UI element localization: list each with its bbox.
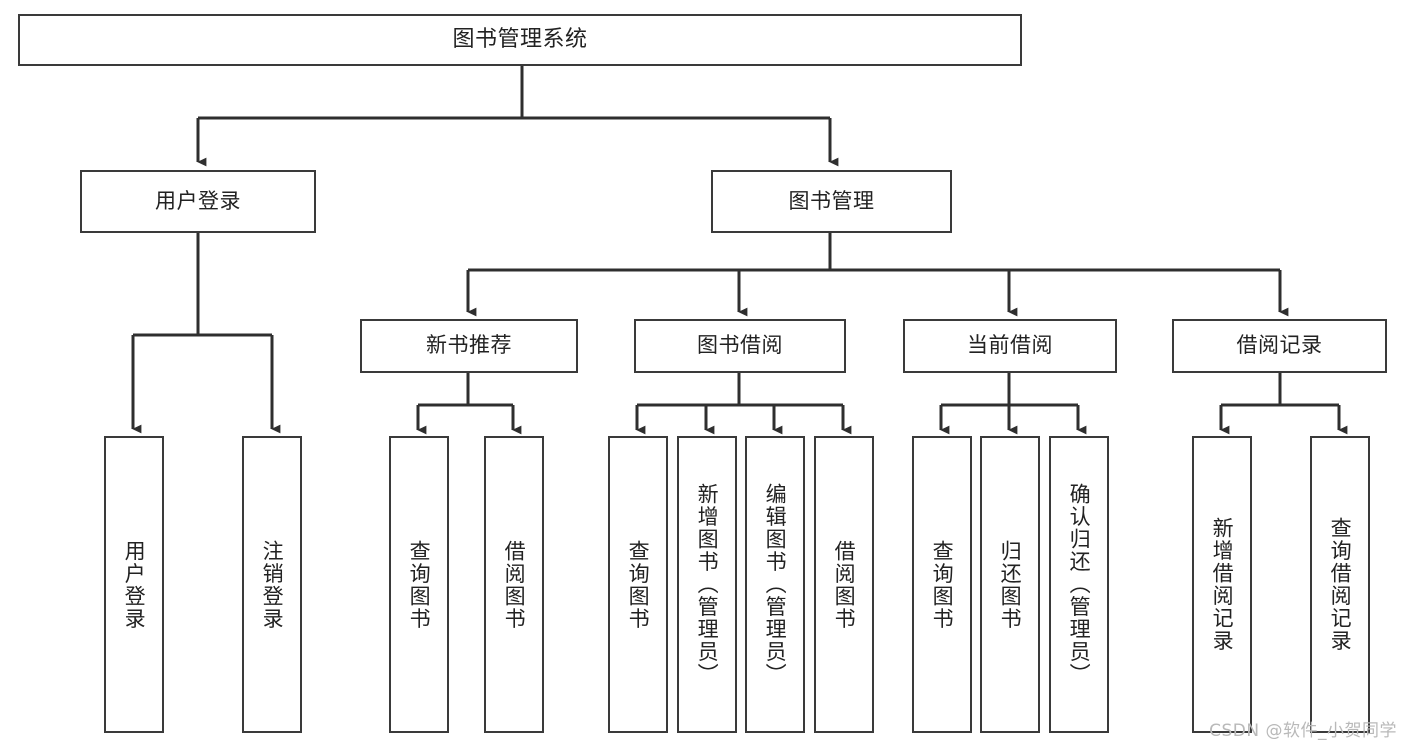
watermark-text: CSDN @软件_小贺同学 [1209, 721, 1397, 741]
node-label: 新书推荐 [426, 333, 512, 358]
node-book-borrow[interactable]: 图书借阅 [634, 319, 846, 373]
node-leaf-confirm-return-admin[interactable]: 确认归还（管理员） [1049, 436, 1109, 733]
node-label: 图书管理系统 [452, 26, 588, 52]
node-label: 当前借阅 [967, 333, 1053, 358]
node-borrow-record[interactable]: 借阅记录 [1172, 319, 1387, 373]
node-label: 图书借阅 [697, 333, 783, 358]
node-book-manage[interactable]: 图书管理 [711, 170, 952, 233]
node-leaf-user-login[interactable]: 用户登录 [104, 436, 164, 733]
node-label: 编辑图书（管理员） [763, 483, 788, 686]
node-user-login[interactable]: 用户登录 [80, 170, 316, 233]
node-leaf-borrow-book-recommendation[interactable]: 借阅图书 [484, 436, 544, 733]
node-leaf-edit-book-admin[interactable]: 编辑图书（管理员） [745, 436, 805, 733]
node-label: 查询图书 [626, 539, 651, 630]
node-label: 借阅图书 [832, 539, 857, 630]
node-leaf-return-book[interactable]: 归还图书 [980, 436, 1040, 733]
node-new-book-recommendation[interactable]: 新书推荐 [360, 319, 578, 373]
node-root-book-management-system[interactable]: 图书管理系统 [18, 14, 1022, 66]
node-label: 图书管理 [788, 188, 875, 213]
node-label: 查询借阅记录 [1328, 517, 1353, 652]
node-label: 借阅记录 [1236, 333, 1323, 358]
node-leaf-borrow-book[interactable]: 借阅图书 [814, 436, 874, 733]
node-leaf-add-book-admin[interactable]: 新增图书（管理员） [677, 436, 737, 733]
node-leaf-query-borrow-record[interactable]: 查询借阅记录 [1310, 436, 1370, 733]
node-leaf-logout-login[interactable]: 注销登录 [242, 436, 302, 733]
node-current-borrow[interactable]: 当前借阅 [903, 319, 1117, 373]
node-label: 查询图书 [930, 539, 955, 630]
node-label: 新增图书（管理员） [695, 483, 720, 686]
node-label: 确认归还（管理员） [1067, 483, 1092, 686]
node-label: 新增借阅记录 [1210, 517, 1235, 652]
node-leaf-query-book-current[interactable]: 查询图书 [912, 436, 972, 733]
node-label: 借阅图书 [502, 539, 527, 630]
node-label: 注销登录 [260, 539, 285, 630]
node-label: 用户登录 [122, 539, 147, 630]
node-leaf-query-book-borrow[interactable]: 查询图书 [608, 436, 668, 733]
node-label: 用户登录 [155, 188, 241, 213]
node-leaf-add-borrow-record[interactable]: 新增借阅记录 [1192, 436, 1252, 733]
node-label: 查询图书 [407, 539, 432, 630]
node-label: 归还图书 [998, 539, 1023, 630]
node-leaf-query-book-recommendation[interactable]: 查询图书 [389, 436, 449, 733]
